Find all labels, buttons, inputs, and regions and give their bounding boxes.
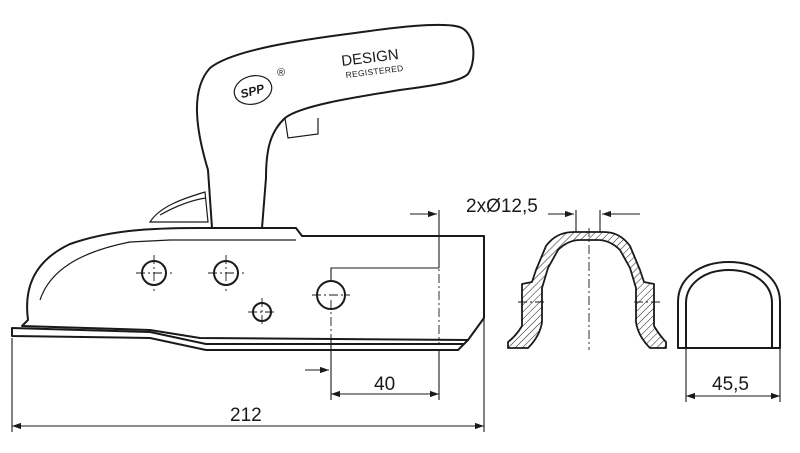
coupling-side-view: SPP ® DESIGN REGISTERED: [11, 23, 485, 351]
cross-section-view: 2xØ12,5: [466, 196, 667, 350]
coupling-body: [21, 227, 485, 341]
section-profile: [507, 231, 667, 349]
dim-ball-width: 45,5: [712, 374, 749, 395]
ball-socket-view: 45,5: [677, 261, 781, 402]
handle-catch: [284, 117, 319, 139]
coupling-handle: [195, 23, 475, 229]
dim-hole-offset: 40: [374, 374, 395, 395]
dim-hole-diameter: 2xØ12,5: [466, 196, 538, 217]
dimension-lines: 40 212: [11, 210, 485, 432]
handle-plate: [148, 191, 209, 223]
mounting-holes: [141, 260, 346, 322]
socket-inner: [685, 269, 773, 349]
registered-mark: ®: [277, 67, 285, 79]
design-label: DESIGN: [340, 46, 399, 70]
dim-overall-length: 212: [230, 405, 262, 426]
socket-outer: [677, 261, 781, 349]
spp-logo: [233, 75, 273, 105]
logo-text: SPP: [239, 81, 267, 101]
coupling-base-plate: [11, 327, 469, 351]
hole-centerlines: [136, 240, 440, 345]
